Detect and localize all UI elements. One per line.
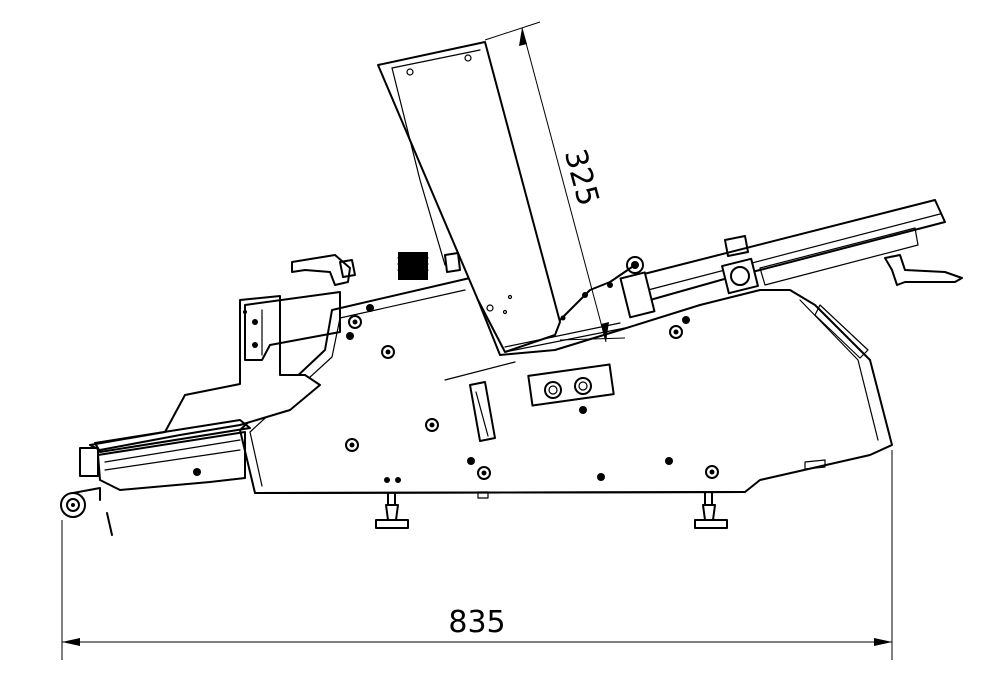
overall-length-dimension: 835	[61, 450, 893, 660]
top-clamp-left	[291, 252, 461, 286]
overall-length-label: 835	[448, 605, 505, 640]
right-outfeed-rail	[639, 199, 963, 301]
leveling-feet	[375, 491, 728, 529]
left-pivot	[60, 487, 113, 536]
hopper-height-label: 325	[557, 145, 606, 209]
slot-adjuster	[469, 363, 615, 442]
bolts	[193, 304, 719, 483]
feed-roller-assembly	[559, 256, 759, 321]
left-infeed-tray	[79, 291, 341, 491]
